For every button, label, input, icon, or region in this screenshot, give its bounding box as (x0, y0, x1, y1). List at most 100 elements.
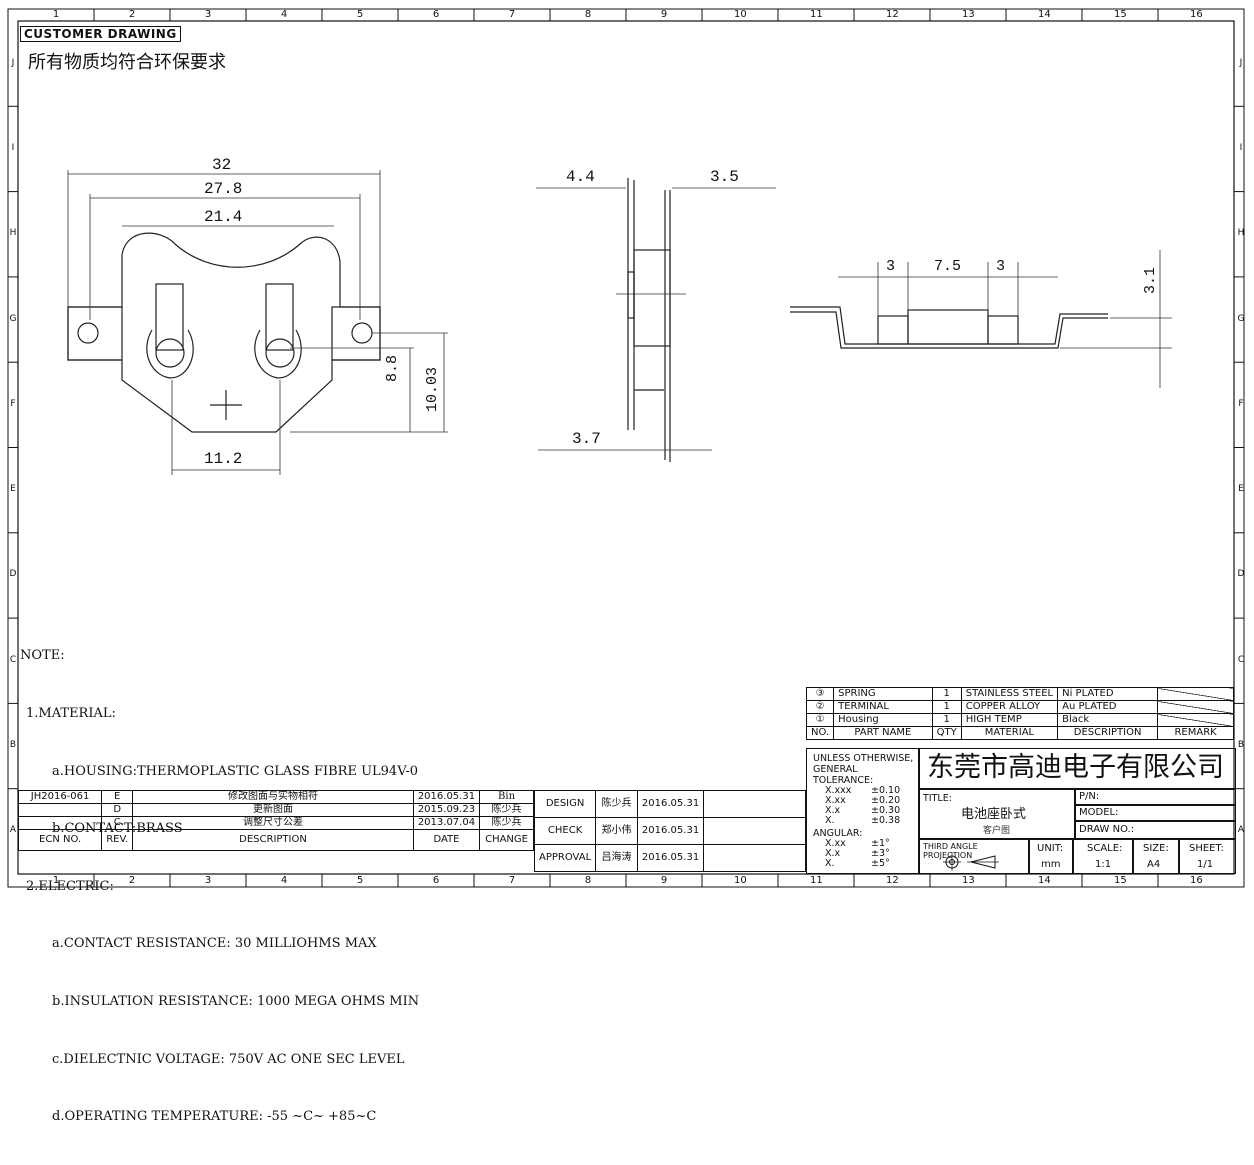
zone-column-label: 10 (734, 9, 747, 20)
dim-side-bottom: 3.7 (572, 430, 601, 448)
zone-row-label: F (10, 398, 16, 409)
bom-material: HIGH TEMP (960, 713, 1059, 727)
zone-column-label: 3 (204, 9, 212, 20)
rev-description: 调整尺寸公差 (132, 816, 414, 830)
dim-terminal-seg-c: 3 (996, 258, 1006, 275)
approval-label: DESIGN (533, 790, 597, 818)
zone-row-label: D (1237, 569, 1245, 580)
dim-side-left: 4.4 (566, 168, 595, 186)
bom-remark (1157, 713, 1234, 727)
bom-qty: 1 (931, 700, 962, 714)
zone-row-label: E (10, 484, 16, 495)
rev-head-desc: DESCRIPTION (132, 829, 414, 851)
zone-column-label: 8 (584, 9, 592, 20)
tolerance-title-2: GENERAL TOLERANCE: (813, 764, 874, 786)
company-name: 东莞市高迪电子有限公司 (927, 752, 1224, 783)
drawno-cell: DRAW NO.: (1074, 820, 1236, 840)
dim-contact-pitch: 11.2 (204, 450, 243, 468)
bom-head-desc: DESCRIPTION (1057, 726, 1159, 740)
rev-ecn (17, 816, 103, 830)
side-view-outline (627, 178, 671, 462)
zone-column-label: 11 (810, 875, 823, 886)
unit-cell: UNIT: mm (1028, 838, 1074, 874)
terminal-view-outline (790, 306, 1108, 349)
tolerance-value: ±5° (871, 858, 890, 869)
zone-row-label: I (1239, 142, 1243, 153)
side-view-dimension-lines (536, 187, 776, 451)
approval-blank (703, 844, 806, 872)
zone-row-label: I (11, 142, 15, 153)
bom-no: ② (805, 700, 835, 714)
drawing-subtitle: 客户图 (983, 826, 1011, 836)
bom-remark (1157, 687, 1234, 701)
bom-head-qty: QTY (931, 726, 962, 740)
tolerance-value: ±0.20 (871, 795, 901, 806)
zone-row-label: B (9, 740, 17, 751)
tolerance-value: ±1° (871, 838, 890, 849)
zone-column-label: 4 (280, 9, 288, 20)
rev-letter: E (101, 790, 134, 804)
drawing-canvas (7, 8, 1245, 888)
zone-ticks (8, 9, 1244, 887)
notes-housing: a.HOUSING:THERMOPLASTIC GLASS FIBRE UL94… (52, 763, 419, 779)
dim-height-a: 8.8 (384, 354, 401, 382)
tolerance-row: X. ±0.38 (825, 816, 919, 826)
zone-column-label: 11 (810, 9, 823, 20)
zone-column-label: 12 (886, 875, 899, 886)
drawing-sheet: CUSTOMER DRAWING 所有物质均符合环保要求 32 27.8 21.… (7, 8, 1245, 1124)
bom-no: ③ (805, 687, 835, 701)
tolerance-format: X.xxx (825, 785, 852, 796)
size-value: A4 (1147, 859, 1161, 870)
dim-battery-width: 21.4 (204, 208, 243, 226)
zone-row-label: H (1237, 228, 1245, 239)
zone-column-label: 15 (1114, 9, 1127, 20)
approval-blank (703, 790, 806, 818)
environmental-compliance-note: 所有物质均符合环保要求 (28, 52, 226, 73)
tolerance-format: X.x (825, 848, 841, 859)
zone-column-label: 16 (1190, 9, 1203, 20)
zone-column-label: 9 (660, 9, 668, 20)
notes-insulation: b.INSULATION RESISTANCE: 1000 MEGA OHMS … (52, 993, 420, 1009)
zone-row-label: G (1237, 313, 1245, 324)
tolerance-row: X.x±3° (825, 849, 919, 859)
zone-column-label: 12 (886, 9, 899, 20)
tolerance-row: X.±5° (825, 859, 919, 869)
zone-column-label: 8 (584, 875, 592, 886)
sheet-label: SHEET: (1189, 843, 1224, 854)
pn-cell: P/N: (1074, 788, 1236, 806)
bom-remark (1157, 700, 1234, 714)
rev-letter: C (101, 816, 134, 830)
rev-ecn (17, 803, 103, 817)
approval-name: 郑小伟 (595, 817, 638, 845)
zone-column-label: 1 (52, 875, 60, 886)
approval-label: APPROVAL (533, 844, 597, 872)
tolerance-value: ±0.38 (871, 815, 901, 826)
bom-qty: 1 (931, 713, 962, 727)
model-cell: MODEL: (1074, 804, 1236, 822)
title-cell: TITLE: 电池座卧式 客户图 (918, 788, 1076, 840)
zone-column-label: 6 (432, 9, 440, 20)
notes-temperature: d.OPERATING TEMPERATURE: -55 ~C~ +85~C (52, 1109, 377, 1125)
bom-head-material: MATERIAL (960, 726, 1059, 740)
tolerance-row: X.xx±1° (825, 839, 919, 849)
bom-no: ① (805, 713, 835, 727)
customer-drawing-label: CUSTOMER DRAWING (20, 26, 181, 42)
approval-blank (703, 817, 806, 845)
drawno-label: DRAW NO.: (1079, 824, 1135, 835)
tolerance-format: X. (825, 815, 835, 826)
bom-head-part: PART NAME (833, 726, 933, 740)
dim-height-b: 10.03 (424, 366, 441, 412)
zone-column-label: 13 (962, 875, 975, 886)
approval-name: 陈少兵 (595, 790, 638, 818)
zone-column-label: 1 (52, 9, 60, 20)
zone-column-label: 14 (1038, 9, 1051, 20)
zone-column-label: 9 (660, 875, 668, 886)
sheet-value: 1/1 (1197, 859, 1214, 870)
rev-head-change: CHANGE (479, 829, 534, 851)
